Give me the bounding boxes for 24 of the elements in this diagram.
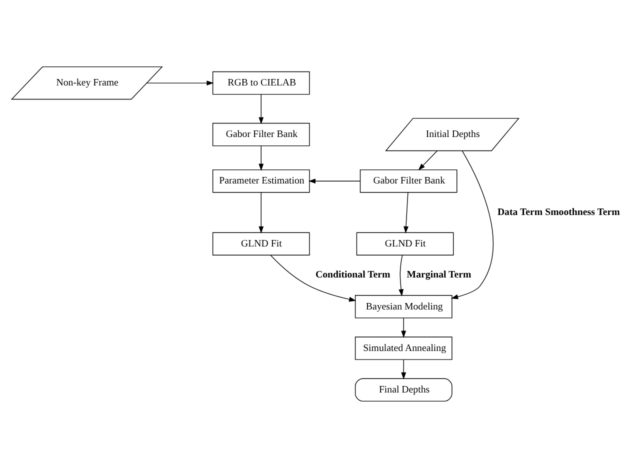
node-box: GLND Fit [212,232,310,256]
arrow [258,192,264,233]
node-box: Gabor Filter Bank [212,122,310,146]
node-box: Gabor Filter Bank [360,168,458,192]
arrow [308,178,361,184]
node-box: Parameter Estimation [212,168,310,192]
arrow [270,254,356,302]
arrow [398,254,404,296]
edge-label: Conditional Term [315,269,390,280]
node-box: Final Depths [354,378,452,402]
arrow [450,150,494,299]
edge-label: Data Term Smoothness Term [497,206,620,218]
node-box: Bayesian Modeling [354,294,452,318]
node-box: Simulated Annealing [354,336,452,360]
arrow [258,145,264,170]
arrow [401,317,406,338]
arrow [401,358,406,379]
arrow [258,94,264,124]
node-box: GLND Fit [356,232,454,256]
arrow [418,150,438,170]
arrow [146,80,214,86]
arrow [404,192,408,233]
edge-label: Marginal Term [406,269,472,280]
node-box: RGB to CIELAB [212,70,310,94]
